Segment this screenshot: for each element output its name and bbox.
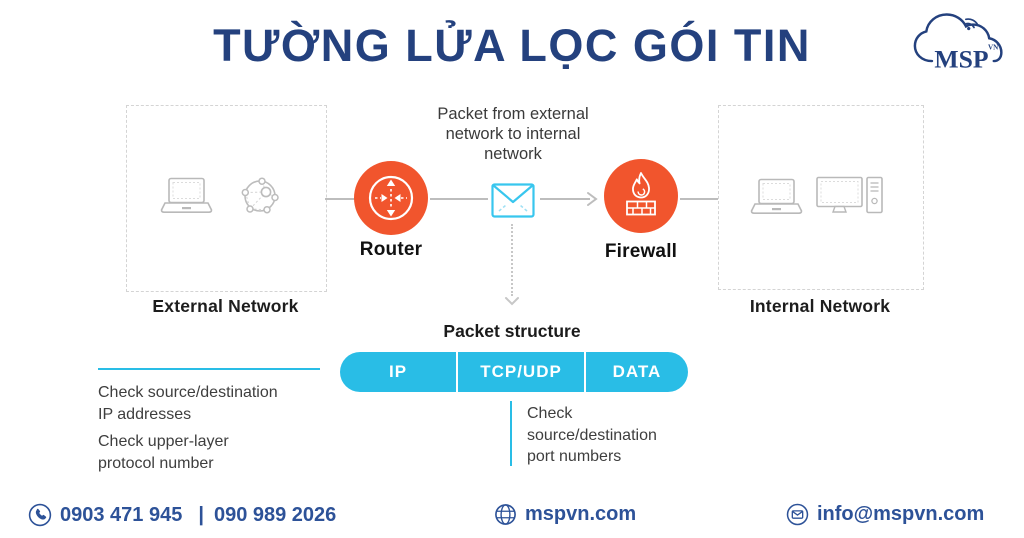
- flow-arrow-line: [540, 198, 590, 200]
- packet-flow-note-line: Packet from external: [437, 105, 589, 123]
- phone-primary: 0903 471 945: [60, 503, 183, 526]
- dotted-connector-line: [511, 224, 513, 296]
- laptop-icon: [750, 178, 803, 221]
- packet-envelope-icon: [491, 183, 535, 223]
- note-line: Check upper-layer: [98, 433, 229, 450]
- router-label: Router: [359, 239, 423, 260]
- check-ip-addresses-note: Check source/destination IP addresses: [98, 382, 338, 425]
- packet-structure-bar: IP TCP/UDP DATA: [340, 352, 688, 392]
- note-line: IP addresses: [98, 405, 192, 423]
- note-line: port numbers: [527, 448, 622, 465]
- footer-phone[interactable]: 0903 471 945 | 090 989 2026: [28, 503, 336, 527]
- phone-secondary: 090 989 2026: [213, 503, 337, 526]
- connector-line: [325, 198, 355, 200]
- desktop-computer-icon: [816, 176, 884, 221]
- note-line: protocol number: [98, 454, 214, 472]
- packet-segment-tcpudp: TCP/UDP: [480, 362, 562, 381]
- footer-website[interactable]: mspvn.com: [494, 503, 636, 526]
- logo-brand-text: MSP: [934, 45, 988, 74]
- page-title: TƯỜNG LỬA LỌC GÓI TIN: [213, 20, 811, 71]
- packet-segment-data: DATA: [612, 362, 662, 381]
- check-protocol-note: Check upper-layer protocol number: [98, 431, 338, 474]
- note-line: Check: [527, 405, 573, 422]
- packet-flow-note-line: network to internal: [445, 125, 581, 143]
- firewall-icon: [626, 172, 656, 216]
- check-ports-note: Check source/destination port numbers: [527, 403, 707, 468]
- connector-line: [680, 198, 718, 200]
- packet-flow-note-line: network: [484, 145, 542, 163]
- internal-network-label: Internal Network: [749, 296, 891, 316]
- phone-icon: [28, 503, 52, 527]
- router-node: [354, 161, 428, 235]
- globe-icon: [495, 504, 516, 525]
- laptop-icon: [160, 177, 213, 220]
- connector-line: [430, 198, 488, 200]
- note-line: Check source/destination: [98, 384, 278, 401]
- arrow-down-icon: [505, 297, 519, 306]
- network-globe-icon: [238, 175, 283, 223]
- packet-flow-note: Packet from external network to internal…: [408, 104, 618, 164]
- external-network-label: External Network: [152, 296, 299, 316]
- footer-email[interactable]: info@mspvn.com: [786, 503, 984, 526]
- packet-structure-title: Packet structure: [443, 321, 581, 341]
- note-line: source/destination: [527, 426, 657, 444]
- msp-logo: MSP VN: [913, 10, 1008, 81]
- phone-separator: |: [198, 503, 204, 526]
- mail-icon: [786, 503, 809, 526]
- segment-divider: [456, 352, 458, 392]
- segment-divider: [584, 352, 586, 392]
- website-link: mspvn.com: [525, 503, 637, 525]
- ip-check-pointer-line: [98, 368, 320, 370]
- router-icon: [368, 175, 414, 221]
- wifi-icon: [965, 18, 979, 31]
- arrow-right-icon: [587, 192, 598, 206]
- logo-region-text: VN: [988, 44, 999, 52]
- firewall-node: [604, 159, 678, 233]
- port-check-pointer-line: [510, 401, 512, 466]
- firewall-label: Firewall: [604, 241, 678, 262]
- email-link: info@mspvn.com: [817, 503, 985, 525]
- packet-segment-ip: IP: [388, 362, 408, 381]
- cloud-logo-icon: MSP VN: [913, 13, 1003, 74]
- external-network-box: [126, 105, 327, 292]
